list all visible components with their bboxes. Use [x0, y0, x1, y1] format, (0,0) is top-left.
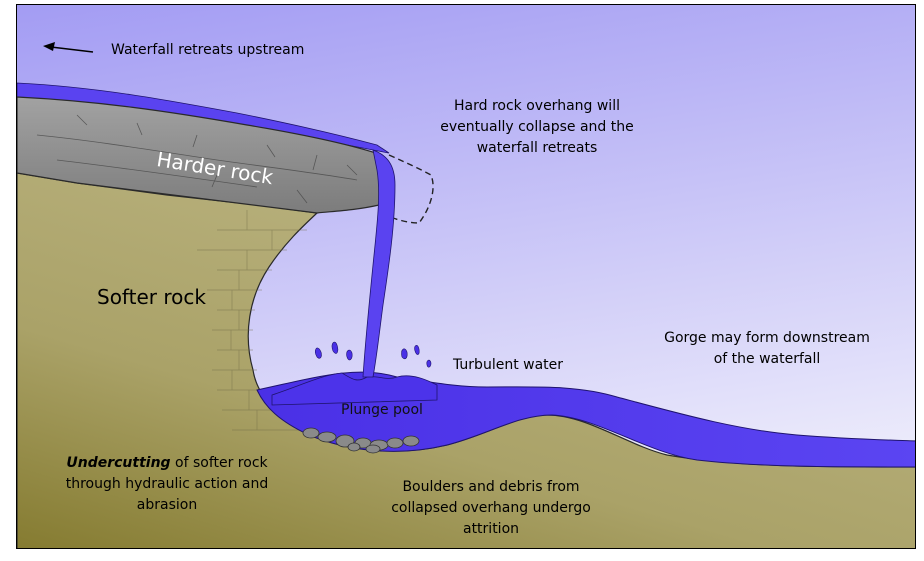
- arrow-label: Waterfall retreats upstream: [111, 42, 305, 58]
- harder-rock-cracks: [36, 114, 358, 204]
- boulders-label: Boulders and debris from collapsed overh…: [391, 479, 591, 537]
- softer-rock-texture: [197, 210, 307, 431]
- retreat-arrow-icon: [43, 42, 94, 53]
- undercutting-emphasis: Undercutting: [66, 455, 171, 471]
- boulders: [302, 427, 420, 454]
- undercutting-label: Undercutting of softer rock through hydr…: [65, 455, 269, 513]
- turbulent-water-label: Turbulent water: [453, 357, 564, 373]
- diagram-frame: Waterfall retreats upstream Harder rock …: [16, 4, 916, 549]
- splash-droplets: [315, 341, 432, 368]
- collapse-outline: [384, 154, 434, 224]
- softer-rock-label: Softer rock: [97, 285, 206, 309]
- gorge-label: Gorge may form downstream of the waterfa…: [664, 330, 870, 367]
- waterfall-stream: [362, 149, 396, 378]
- waterfall-diagram: [17, 5, 915, 548]
- plunge-pool-label: Plunge pool: [341, 402, 423, 418]
- overhang-label: Hard rock overhang will eventually colla…: [440, 98, 634, 156]
